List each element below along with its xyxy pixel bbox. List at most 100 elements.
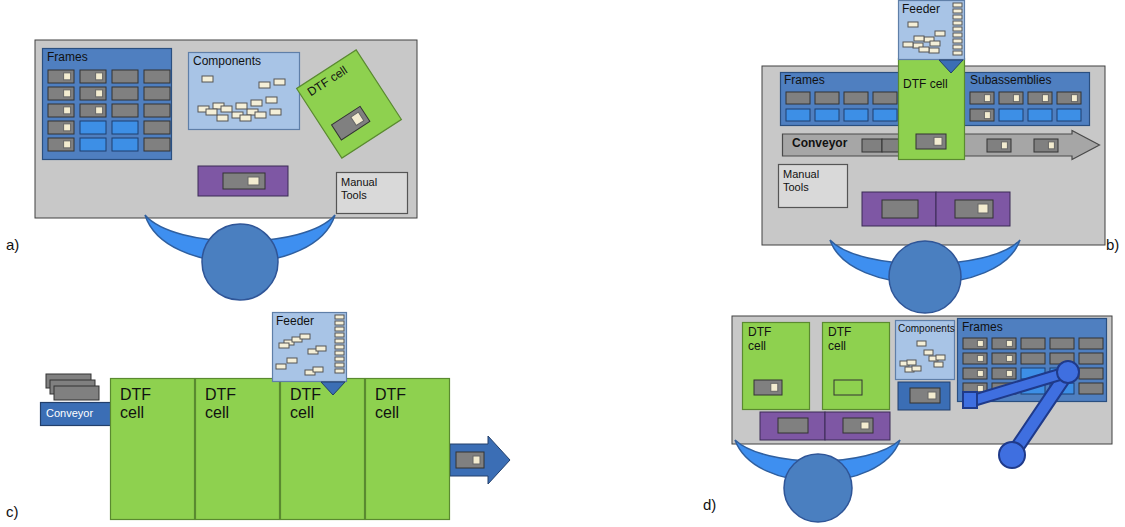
part-shape [1079, 338, 1103, 349]
output-arrow [450, 436, 510, 484]
panel-label: c) [6, 503, 19, 520]
part-shape [202, 76, 213, 82]
part-shape [862, 139, 882, 152]
part-shape [144, 121, 170, 134]
tool-tray: Manual Tools [778, 164, 848, 208]
node-label: Manual Tools [783, 168, 843, 193]
part-shape [754, 380, 782, 395]
part-shape [335, 333, 344, 337]
part-shape [335, 369, 344, 373]
part-shape [1006, 340, 1012, 346]
part-shape [316, 346, 326, 351]
part-shape [934, 137, 942, 145]
part-shape [786, 109, 810, 121]
part-shape [999, 109, 1023, 121]
part-shape [970, 109, 994, 121]
part-shape [934, 362, 943, 367]
feeder: Feeder [898, 0, 965, 60]
dtf-cell: DTF cell [110, 378, 195, 520]
panel-label: b) [1106, 236, 1119, 253]
part-shape [80, 138, 106, 151]
part-shape [80, 87, 106, 100]
part-shape [80, 104, 106, 117]
node-label: Components [898, 323, 951, 335]
part-shape [953, 45, 962, 49]
work-table [732, 316, 1112, 444]
part-shape [953, 51, 962, 55]
part-shape [335, 345, 344, 349]
frames-rack: Frames [957, 318, 1107, 402]
part-piece [473, 456, 480, 464]
part-shape [992, 368, 1016, 379]
part-shape [255, 112, 266, 118]
part-shape [953, 27, 962, 31]
part-shape [221, 106, 232, 112]
part-shape [953, 21, 962, 25]
part-shape [274, 79, 285, 85]
part-piece [978, 204, 988, 213]
fixture [825, 412, 890, 440]
part-shape [929, 48, 939, 53]
part-shape [1028, 92, 1052, 104]
frames-rack: Frames [780, 72, 902, 126]
part-shape [844, 109, 868, 121]
robot-arm [963, 361, 1079, 468]
part-shape [930, 41, 940, 46]
part [910, 388, 940, 403]
part-shape [1079, 368, 1103, 379]
dtf-cell: DTF cell [365, 378, 450, 520]
part-shape [914, 36, 924, 41]
feeder: Feeder [272, 312, 347, 382]
feed-arrow [321, 382, 345, 395]
part-shape [1079, 353, 1103, 364]
node-label: Components [193, 55, 261, 69]
part-shape [266, 97, 277, 103]
part-shape [112, 138, 138, 151]
part-shape [335, 339, 344, 343]
part-shape [48, 87, 74, 100]
part-shape [977, 370, 983, 376]
part-shape [112, 87, 138, 100]
part-shape [882, 139, 902, 152]
conveyor: Conveyor [40, 402, 112, 426]
part-shape [953, 9, 962, 13]
node-label: DTF cell [205, 386, 249, 423]
part-shape [873, 109, 897, 121]
fixture [936, 192, 1010, 226]
node-label: DTF cell [748, 326, 784, 354]
part-shape [80, 70, 106, 83]
node-label: DTF cell [375, 386, 419, 423]
part-shape [977, 355, 983, 361]
part-shape [977, 385, 983, 391]
part-shape [48, 70, 74, 83]
dtf-cell: DTF cell [280, 378, 365, 520]
node-label: Conveyor [46, 407, 93, 420]
part-shape [112, 104, 138, 117]
part [778, 418, 808, 433]
part-shape [953, 39, 962, 43]
dtf-cell: DTF cell [742, 322, 810, 410]
part-piece [248, 177, 259, 185]
fixture [862, 192, 936, 226]
part-shape [1001, 142, 1007, 149]
part-shape [1006, 370, 1012, 376]
node-label: Frames [784, 74, 825, 88]
part-shape [112, 121, 138, 134]
part-shape [48, 104, 74, 117]
part-shape [335, 315, 344, 319]
node-label: DTF cell [903, 78, 948, 92]
dtf-cell: DTF cell [822, 322, 890, 410]
part-shape [1021, 353, 1045, 364]
part-shape [64, 124, 71, 131]
part-shape [287, 358, 297, 363]
part-shape [276, 364, 286, 369]
part-shape [1013, 95, 1019, 102]
part-shape [977, 340, 983, 346]
fixture [198, 166, 288, 196]
part-piece [928, 392, 936, 399]
part-shape [1057, 92, 1081, 104]
operator-head [202, 224, 278, 300]
fixture [898, 382, 950, 410]
part-shape [1050, 338, 1074, 349]
part-shape [873, 92, 897, 104]
